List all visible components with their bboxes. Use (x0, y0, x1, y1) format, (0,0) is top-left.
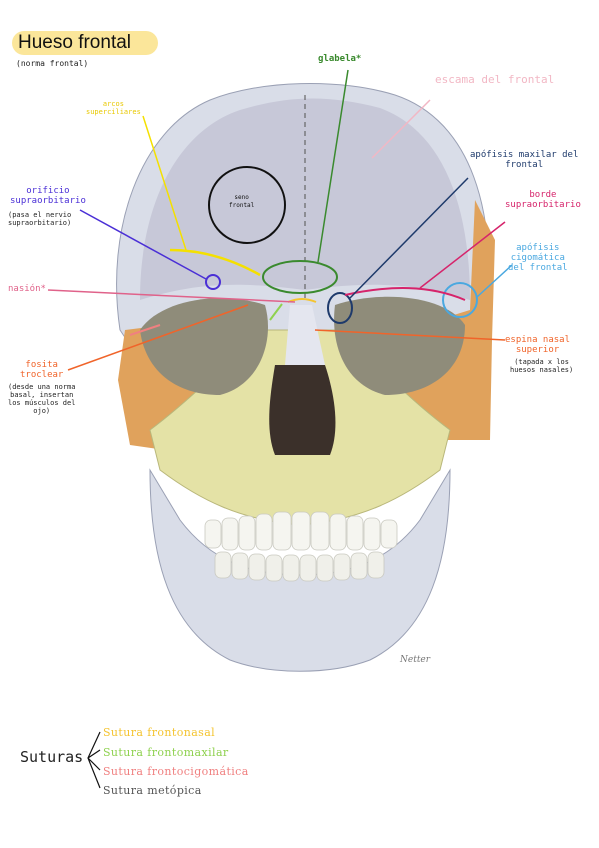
apofisis-maxilar-leader (349, 177, 469, 299)
upper-teeth (204, 511, 398, 551)
sutura-frontonasal: Sutura frontonasal (103, 726, 216, 739)
fosita-leader (67, 304, 249, 371)
orificio-leader (79, 209, 207, 280)
borde-leader (419, 221, 506, 289)
sutura-metopica: Sutura metópica (103, 784, 202, 797)
label-escama: escama del frontal (435, 73, 555, 86)
apofisis-cigomatica-leader (476, 264, 513, 298)
suturas-title: Suturas (20, 748, 84, 766)
label-orificio: orificio supraorbitario (10, 186, 86, 206)
espina-leader (314, 329, 506, 341)
apofisis-maxilar-ellipse (327, 292, 353, 324)
arcos-line (169, 248, 261, 277)
frontal-region (140, 98, 470, 300)
nasion-leader (47, 289, 296, 303)
left-orbit (140, 298, 268, 395)
glabela-leader (317, 69, 349, 263)
lower-teeth (214, 551, 385, 582)
sutura-frontomaxilar: Sutura frontomaxilar (103, 746, 229, 759)
label-fosita: fosita troclear (20, 360, 64, 380)
label-seno: seno frontal (229, 194, 255, 209)
suturas-brace (87, 731, 101, 789)
label-orificio-note: (pasa el nervio supraorbitario) (8, 211, 72, 227)
label-glabela: glabela* (318, 54, 362, 64)
right-orbit (334, 296, 465, 395)
label-nasion: nasión* (8, 284, 46, 294)
frontocigomatica-suture (129, 324, 161, 336)
label-borde: borde supraorbitario (505, 190, 581, 210)
sutura-frontocigomatica: Sutura frontocigomática (103, 765, 249, 778)
label-arcos: arcos superciliares (86, 100, 141, 116)
glabela-ellipse (262, 260, 338, 294)
label-espina: espina nasal superior (505, 335, 571, 355)
borde-supraorbitario-line (344, 287, 466, 301)
frontomaxilar-suture (269, 303, 283, 321)
arcos-leader (142, 115, 187, 251)
label-apofisis-maxilar: apófisis maxilar del frontal (470, 150, 579, 170)
signature-text: Netter (400, 655, 431, 665)
label-fosita-note: (desde una norma basal, insertan los mús… (8, 383, 76, 415)
seno-frontal-circle (208, 166, 286, 244)
label-apofisis-cigomatica: apófisis cigomática del frontal (508, 243, 568, 273)
nasal-bones (285, 305, 325, 365)
label-espina-note: (tapada x los huesos nasales) (510, 358, 574, 374)
page-subtitle: (norma frontal) (16, 59, 89, 68)
orificio-circle (205, 274, 221, 290)
page-title: Hueso frontal (12, 31, 158, 55)
apofisis-cigomatica-circle (442, 282, 478, 318)
nasal-cavity (269, 365, 336, 455)
escama-leader (371, 99, 431, 159)
